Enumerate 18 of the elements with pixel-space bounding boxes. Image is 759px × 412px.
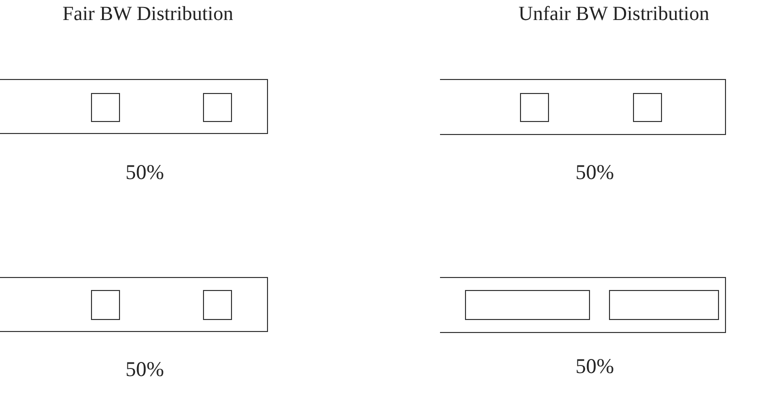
percentage-label: 50% xyxy=(576,160,614,185)
percentage-label: 50% xyxy=(126,357,164,382)
packet-box xyxy=(203,93,232,122)
packet-box xyxy=(633,93,662,122)
packet-box xyxy=(203,290,232,320)
queue-box xyxy=(0,79,268,134)
queue-box xyxy=(0,277,268,332)
packet-box xyxy=(609,290,719,320)
packet-box xyxy=(465,290,590,320)
column-heading: Fair BW Distribution xyxy=(62,3,234,26)
packet-box xyxy=(91,290,120,320)
percentage-label: 50% xyxy=(576,354,614,379)
percentage-label: 50% xyxy=(126,160,164,185)
queue-box xyxy=(440,277,726,333)
packet-box xyxy=(91,93,120,122)
packet-box xyxy=(520,93,549,122)
queue-box xyxy=(440,79,726,135)
column-heading: Unfair BW Distribution xyxy=(518,3,710,26)
